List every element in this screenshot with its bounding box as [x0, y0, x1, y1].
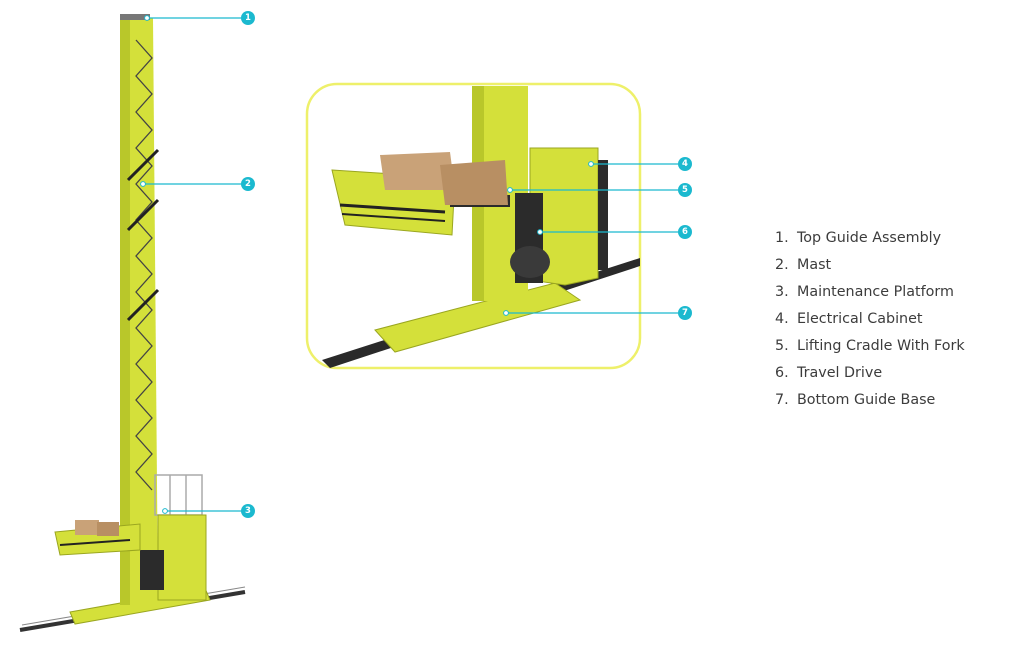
callout-badge-3: 3: [241, 504, 255, 518]
stacker-crane-full-view: [19, 14, 246, 632]
legend-number: 1.: [775, 230, 789, 246]
electrical-cabinet-small: [157, 514, 207, 601]
legend-number: 4.: [775, 311, 789, 327]
callout-lines: [143, 17, 678, 512]
legend-item-bottom-guide-base: 7. Bottom Guide Base: [775, 390, 965, 417]
legend-number: 3.: [775, 284, 789, 300]
callout-badge-5: 5: [678, 183, 692, 197]
legend-label: Travel Drive: [797, 365, 883, 381]
legend-item-lifting-cradle: 5. Lifting Cradle With Fork: [775, 336, 965, 363]
travel-drive-small: [140, 550, 164, 590]
inset-motor: [510, 246, 550, 278]
inset-cradle-stripe-2: [341, 213, 446, 222]
top-guide-small: [120, 14, 150, 20]
callout-badge-7: 7: [678, 306, 692, 320]
legend-label: Mast: [797, 257, 832, 273]
box-small-1: [75, 520, 99, 535]
legend-number: 5.: [775, 338, 789, 354]
inset-box-1: [380, 152, 455, 190]
legend-number: 2.: [775, 257, 789, 273]
box-small-2: [97, 522, 119, 536]
legend-item-top-guide-assembly: 1. Top Guide Assembly: [775, 228, 965, 255]
callout-anchors: [140, 15, 594, 514]
inset-box-2: [440, 160, 508, 205]
mast-stripe-lower: [126, 288, 160, 322]
callout-badge-6: 6: [678, 225, 692, 239]
maintenance-platform-cage: [154, 474, 203, 516]
legend-item-maintenance-platform: 3. Maintenance Platform: [775, 282, 965, 309]
inset-cradle-stripe: [339, 203, 446, 214]
detail-inset: [305, 82, 642, 370]
legend-label: Bottom Guide Base: [797, 392, 936, 408]
callout-badge-2: 2: [241, 177, 255, 191]
legend-item-travel-drive: 6. Travel Drive: [775, 363, 965, 390]
mast-stripe-top: [126, 148, 160, 182]
cradle-stripe-small: [59, 539, 131, 546]
callout-badge-1: 1: [241, 11, 255, 25]
component-legend: 1. Top Guide Assembly 2. Mast 3. Maintenanc…: [775, 228, 965, 417]
legend-item-mast: 2. Mast: [775, 255, 965, 282]
legend-label: Maintenance Platform: [797, 284, 954, 300]
mast-shadow: [120, 18, 130, 605]
legend-label: Lifting Cradle With Fork: [797, 338, 965, 354]
legend-number: 7.: [775, 392, 789, 408]
legend-number: 6.: [775, 365, 789, 381]
legend-label: Electrical Cabinet: [797, 311, 923, 327]
mast-stripe-mid: [126, 198, 160, 232]
legend-item-electrical-cabinet: 4. Electrical Cabinet: [775, 309, 965, 336]
inset-cabinet-side: [598, 160, 608, 270]
legend-label: Top Guide Assembly: [797, 230, 942, 246]
callout-badge-4: 4: [678, 157, 692, 171]
mast-lattice: [135, 39, 153, 491]
